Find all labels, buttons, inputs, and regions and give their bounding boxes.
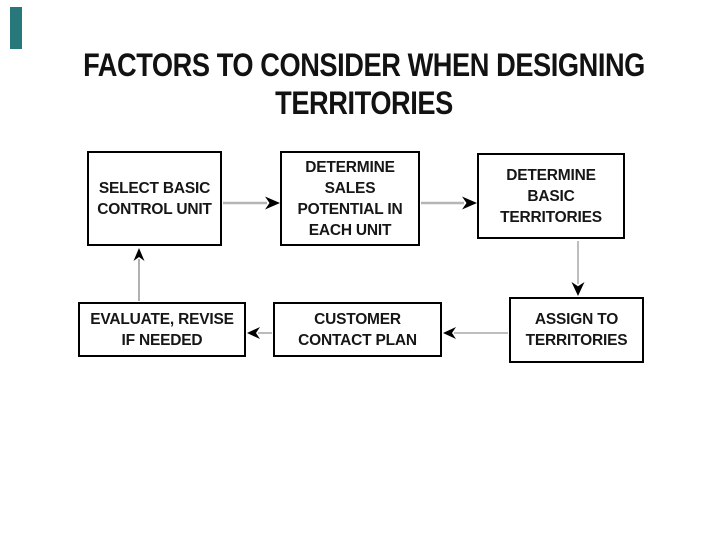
accent-bar <box>10 7 22 49</box>
flow-box-label: DETERMINE SALES POTENTIAL IN EACH UNIT <box>297 158 403 239</box>
flow-box-label: EVALUATE, REVISE IF NEEDED <box>90 310 234 349</box>
arrow-sales-to-basic <box>421 196 477 210</box>
arrow-select-to-sales <box>223 196 280 210</box>
flow-box-label: ASSIGN TO TERRITORIES <box>525 311 628 349</box>
flow-box-evaluate-revise-if-needed: EVALUATE, REVISE IF NEEDED <box>78 302 246 357</box>
flow-box-determine-sales-potential: DETERMINE SALES POTENTIAL IN EACH UNIT <box>280 151 420 246</box>
arrow-basic-to-assign <box>571 241 585 296</box>
arrow-contact-to-evaluate <box>247 327 272 339</box>
page-title: FACTORS TO CONSIDER WHEN DESIGNING TERRI… <box>83 47 645 121</box>
flow-box-customer-contact-plan: CUSTOMER CONTACT PLAN <box>273 302 442 357</box>
flow-box-label: CUSTOMER CONTACT PLAN <box>298 310 417 349</box>
flow-box-label: SELECT BASIC CONTROL UNIT <box>97 179 212 218</box>
arrow-evaluate-to-select <box>133 248 145 301</box>
arrow-assign-to-contact <box>443 327 508 339</box>
flow-box-select-basic-control-unit: SELECT BASIC CONTROL UNIT <box>87 151 222 246</box>
flow-box-determine-basic-territories: DETERMINE BASIC TERRITORIES <box>477 153 625 239</box>
flow-box-assign-to-territories: ASSIGN TO TERRITORIES <box>509 297 644 363</box>
flow-box-label: DETERMINE BASIC TERRITORIES <box>500 166 602 226</box>
